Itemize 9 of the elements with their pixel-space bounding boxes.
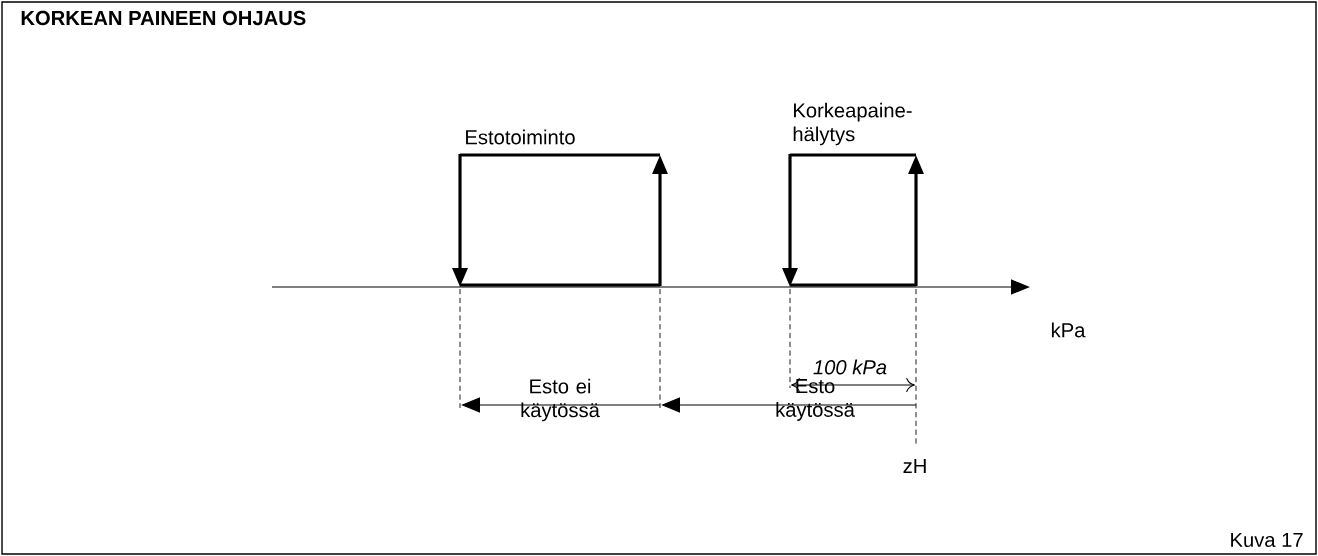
axis-label: zH — [903, 459, 926, 473]
axis-label: Esto käytössä — [776, 379, 855, 421]
axis-label: Esto ei käytössä — [521, 378, 600, 422]
axis-label: kPa — [1051, 322, 1086, 338]
axis-label: Korkeapaine- hälytys — [793, 102, 912, 146]
title: KORKEAN PAINEEN OHJAUS — [21, 10, 306, 26]
figure-number: Kuva 17 — [1231, 532, 1303, 548]
axis-label: Estotoiminto — [466, 129, 575, 145]
axis-label: 100 kPa — [813, 359, 887, 375]
